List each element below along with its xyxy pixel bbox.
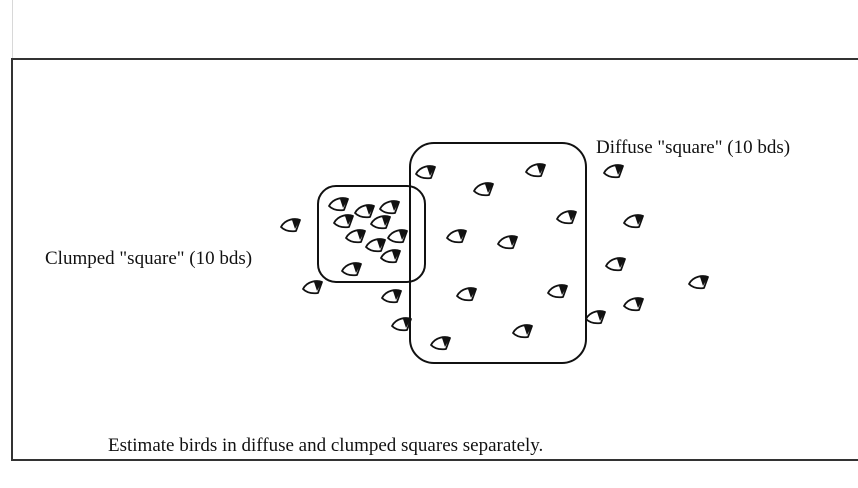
bird-icon	[605, 257, 626, 272]
bird-icon	[430, 336, 451, 351]
bird-icon	[688, 275, 709, 290]
bird-icon	[379, 200, 400, 215]
bird-icon	[603, 164, 624, 179]
bird-icon	[391, 317, 412, 332]
bird-icon	[302, 280, 323, 295]
bird-icon	[381, 289, 402, 304]
bird-icon	[473, 182, 494, 197]
bird-icon	[585, 310, 606, 325]
bird-icon	[328, 197, 349, 212]
bird-icon	[280, 218, 301, 233]
bird-icon	[354, 204, 375, 219]
bird-icon	[345, 229, 366, 244]
bird-icon	[415, 165, 436, 180]
bird-icon	[512, 324, 533, 339]
bird-icon	[497, 235, 518, 250]
diagram-frame	[11, 58, 858, 461]
clumped-square-label: Clumped "square" (10 bds)	[45, 248, 253, 269]
bird-icon	[446, 229, 467, 244]
birds-clumped-square	[328, 197, 408, 277]
bird-icon	[387, 229, 408, 244]
birds-diffuse-square	[415, 163, 577, 351]
birds-outside-squares	[280, 164, 709, 332]
bird-icon	[333, 214, 354, 229]
page-margin-rule	[12, 0, 13, 58]
bird-icon	[341, 262, 362, 277]
diagram-caption: Estimate birds in diffuse and clumped sq…	[108, 435, 544, 456]
clumped-square-boundary	[317, 185, 426, 283]
bird-icon	[370, 215, 391, 230]
bird-icon	[556, 210, 577, 225]
bird-icon	[456, 287, 477, 302]
bird-icon	[525, 163, 546, 178]
bird-icon	[380, 249, 401, 264]
diffuse-square-label: Diffuse "square" (10 bds)	[596, 137, 791, 158]
bird-icon	[623, 214, 644, 229]
bird-icon	[365, 238, 386, 253]
bird-icon	[623, 297, 644, 312]
diffuse-square-boundary	[409, 142, 587, 364]
bird-icon	[547, 284, 568, 299]
